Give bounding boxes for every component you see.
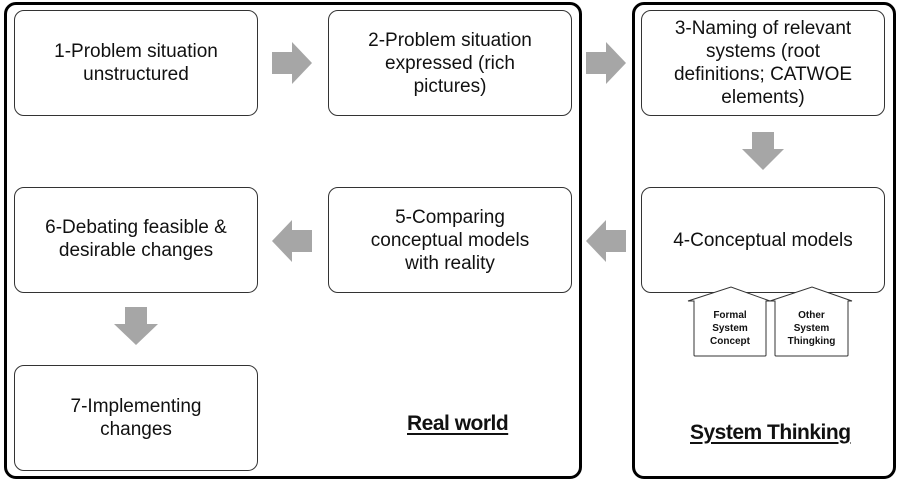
step-6-box: 6-Debating feasible & desirable changes	[14, 187, 258, 293]
real-world-label: Real world	[407, 412, 509, 435]
arrow-4-to-5	[586, 220, 626, 262]
arrow-3-to-4	[742, 132, 784, 170]
arrow-5-to-6	[272, 220, 312, 262]
formal-system-concept-label: Formal System Concept	[710, 310, 750, 347]
step-5-box: 5-Comparing conceptual models with reali…	[328, 187, 572, 293]
system-thinking-label: System Thinking	[690, 421, 851, 444]
step-7-box: 7-Implementing changes	[14, 365, 258, 471]
arrow-2-to-3	[586, 42, 626, 84]
formal-system-concept-arrow	[687, 286, 771, 357]
other-system-thinking-arrow	[769, 286, 853, 357]
other-system-thinking-label: Other System Thingking	[787, 310, 836, 347]
step-2-box: 2-Problem situation expressed (rich pict…	[328, 10, 572, 116]
step-1-box: 1-Problem situation unstructured	[14, 10, 258, 116]
step-3-box: 3-Naming of relevant systems (root defin…	[641, 10, 885, 116]
arrow-6-to-7	[114, 307, 158, 345]
step-4-box: 4-Conceptual models	[641, 187, 885, 293]
arrow-1-to-2	[272, 42, 312, 84]
